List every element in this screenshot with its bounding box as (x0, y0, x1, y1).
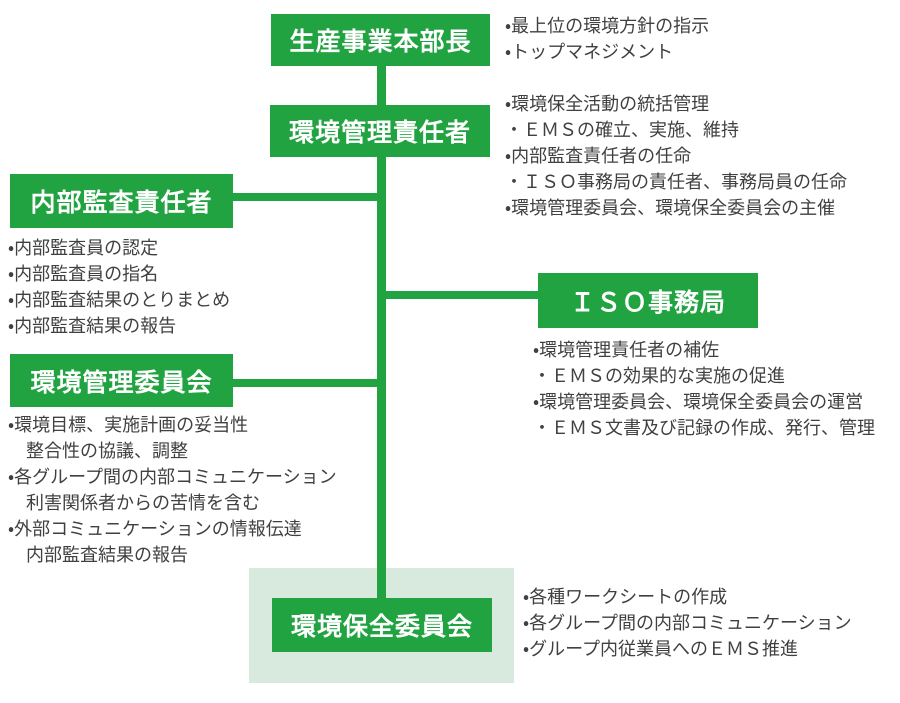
duties-internal-audit-manager: ・内部監査員の認定・内部監査員の指名・内部監査結果のとりまとめ・内部監査結果の報… (8, 236, 230, 340)
duty-line: 整合性の協議、調整 (26, 441, 188, 462)
duty-line: ・ＩＳＯ事務局の責任者、事務局員の任命 (505, 172, 847, 193)
org-box-env-conservation-committee: 環境保全委員会 (272, 598, 492, 652)
org-box-internal-audit-manager: 内部監査責任者 (10, 174, 233, 228)
duty-line: ・最上位の環境方針の指示 (505, 16, 710, 37)
duty-line: 利害関係者からの苦情を含む (26, 493, 260, 514)
duty-line: 内部監査結果の報告 (26, 545, 188, 566)
duty-line: ・外部コミュニケーションの情報伝達 (8, 519, 302, 540)
duties-env-mgmt-committee: ・環境目標、実施計画の妥当性整合性の協議、調整・各グループ間の内部コミュニケーシ… (8, 413, 337, 569)
duty-line: ・ＥＭＳ文書及び記録の作成、発行、管理 (533, 418, 875, 439)
duty-line: ・各グループ間の内部コミュニケーション (8, 467, 337, 488)
duty-line: ・内部監査結果のとりまとめ (8, 290, 231, 311)
duties-iso-office: ・環境管理責任者の補佐・ＥＭＳの効果的な実施の促進・環境管理委員会、環境保全委員… (533, 338, 875, 442)
duty-line: ・環境管理責任者の補佐 (533, 340, 720, 361)
duties-env-conservation-committee: ・各種ワークシートの作成・各グループ間の内部コミュニケーション・グループ内従業員… (523, 585, 852, 663)
duty-line: ・各グループ間の内部コミュニケーション (523, 613, 852, 634)
duty-line: ・環境管理委員会、環境保全委員会の運営 (533, 392, 864, 413)
duty-line: ・ＥＭＳの効果的な実施の促進 (533, 366, 785, 387)
connector-env-mgmt-committee (233, 379, 381, 387)
org-box-production-director: 生産事業本部長 (271, 14, 490, 66)
duty-line: ・内部監査結果の報告 (8, 316, 177, 337)
duty-line: ・環境保全活動の統括管理 (505, 94, 710, 115)
duty-line: ・内部監査員の認定 (8, 238, 159, 259)
duty-line: ・内部監査責任者の任命 (505, 146, 692, 167)
duty-line: ・トップマネジメント (505, 42, 674, 63)
connector-trunk-vertical (377, 66, 386, 598)
duty-line: ・環境目標、実施計画の妥当性 (8, 415, 249, 436)
duty-line: ・内部監査員の指名 (8, 264, 159, 285)
duty-line: ・各種ワークシートの作成 (523, 587, 728, 608)
connector-internal-audit (233, 193, 381, 201)
duties-env-manager: ・環境保全活動の統括管理・ＥＭＳの確立、実施、維持・内部監査責任者の任命・ＩＳＯ… (505, 92, 847, 222)
duty-line: ・グループ内従業員へのＥＭＳ推進 (523, 639, 799, 660)
duty-line: ・ＥＭＳの確立、実施、維持 (505, 120, 739, 141)
org-box-env-manager: 環境管理責任者 (270, 105, 490, 157)
duty-line: ・環境管理委員会、環境保全委員会の主催 (505, 198, 836, 219)
connector-iso-office (382, 291, 538, 299)
duties-production-director: ・最上位の環境方針の指示・トップマネジメント (505, 14, 709, 66)
org-box-env-mgmt-committee: 環境管理委員会 (10, 354, 233, 407)
org-box-iso-office: ＩＳＯ事務局 (538, 273, 758, 328)
